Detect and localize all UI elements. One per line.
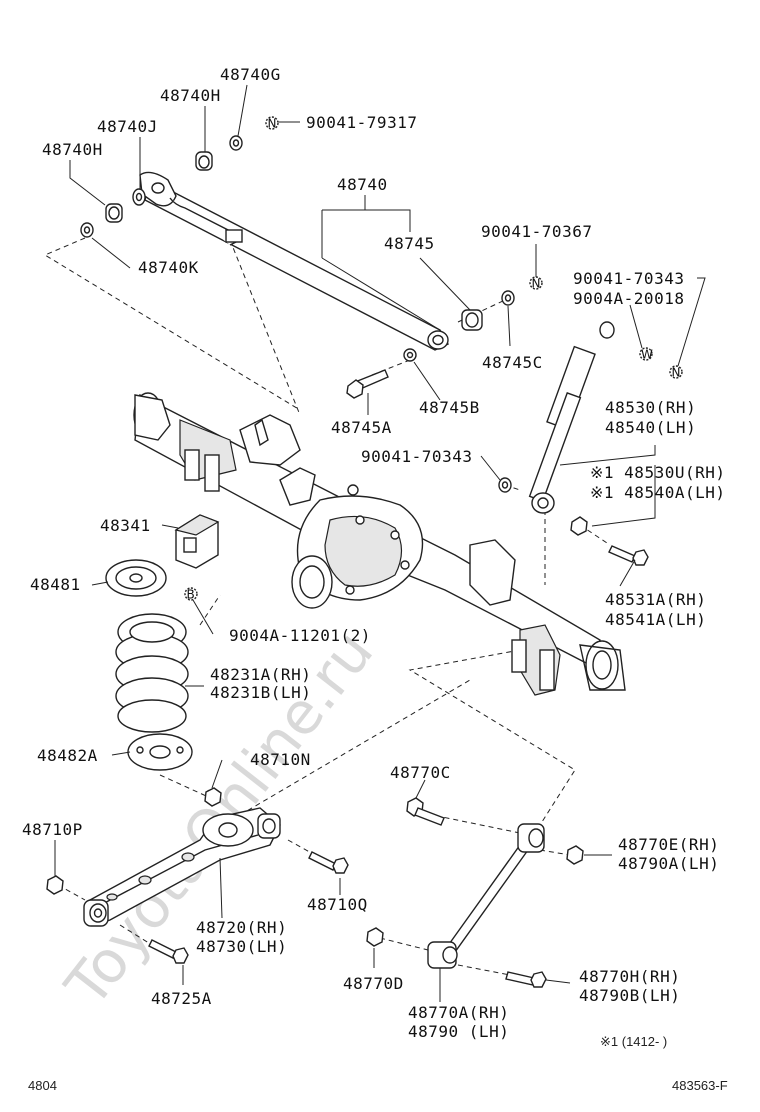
bolt-48770C xyxy=(406,797,445,826)
label-48720: 48720(RH) xyxy=(196,918,287,937)
nut-48770E xyxy=(566,845,584,865)
footer-page-code: 4804 xyxy=(28,1078,57,1093)
label-48745A: 48745A xyxy=(331,418,392,437)
svg-text:N: N xyxy=(268,117,277,131)
label-48481: 48481 xyxy=(30,575,81,594)
rear-axle-housing xyxy=(133,392,626,696)
nut-48770D xyxy=(366,927,384,947)
bump-stopper xyxy=(174,514,220,569)
nut-48710N xyxy=(204,787,222,807)
label-48541A: 48541A(LH) xyxy=(605,610,706,629)
upper-spring-seat xyxy=(105,559,167,597)
label-48531A: 48531A(RH) xyxy=(605,590,706,609)
label-48725A: 48725A xyxy=(151,989,212,1008)
label-90041-70343-a: 90041-70343 xyxy=(573,269,684,288)
label-48740G: 48740G xyxy=(220,65,281,84)
label-48710P: 48710P xyxy=(22,820,83,839)
label-9004A-11201: 9004A-11201(2) xyxy=(229,626,371,645)
svg-text:N: N xyxy=(532,277,541,291)
bolt-48710Q xyxy=(308,851,349,874)
coil-spring xyxy=(115,613,189,733)
marker-n-3: N xyxy=(669,365,683,380)
rod-bushings xyxy=(80,135,243,238)
svg-text:W: W xyxy=(641,348,653,362)
label-48770D: 48770D xyxy=(343,974,404,993)
control-link xyxy=(427,823,545,969)
label-48710N: 48710N xyxy=(250,750,311,769)
bolt-48745A xyxy=(346,369,389,399)
lower-control-arm xyxy=(83,807,281,927)
label-90041-70367: 90041-70367 xyxy=(481,222,592,241)
label-48740H-left: 48740H xyxy=(42,140,103,159)
marker-n-2: N xyxy=(529,276,543,291)
label-48740: 48740 xyxy=(337,175,388,194)
label-48710Q: 48710Q xyxy=(307,895,368,914)
label-48740J: 48740J xyxy=(97,117,158,136)
marker-n-1: N xyxy=(265,116,279,131)
label-48540LH: 48540(LH) xyxy=(605,418,696,437)
nut-48710P xyxy=(46,875,64,895)
label-48341: 48341 xyxy=(100,516,151,535)
label-90041-79317: 90041-79317 xyxy=(306,113,417,132)
label-48770H: 48770H(RH) xyxy=(579,967,680,986)
label-48740H-top: 48740H xyxy=(160,86,221,105)
footer-illustration-code: 483563-F xyxy=(672,1078,728,1093)
label-48790: 48790 (LH) xyxy=(408,1022,509,1041)
label-48482A: 48482A xyxy=(37,746,98,765)
applicability-note: ※1 (1412- ) xyxy=(600,1034,667,1049)
label-48231A: 48231A(RH) xyxy=(210,665,311,684)
svg-text:B: B xyxy=(187,588,195,602)
marker-b: B xyxy=(184,587,198,602)
bolt-48725A xyxy=(148,939,189,964)
label-48790A: 48790A(LH) xyxy=(618,854,719,873)
label-48770A: 48770A(RH) xyxy=(408,1003,509,1022)
lateral-control-rod xyxy=(139,171,449,351)
leader-lines xyxy=(54,84,706,1002)
svg-text:N: N xyxy=(672,366,681,380)
label-48745B: 48745B xyxy=(419,398,480,417)
label-48770E: 48770E(RH) xyxy=(618,835,719,854)
marker-w: W xyxy=(639,347,653,362)
bolt-48770H xyxy=(505,971,547,988)
label-48745C: 48745C xyxy=(482,353,543,372)
label-48530U: ※1 48530U(RH) xyxy=(590,463,726,482)
label-48231B: 48231B(LH) xyxy=(210,683,311,702)
rod-end-bushings xyxy=(403,290,515,362)
part-labels: 48740G 48740H 48740J 48740H 90041-79317 … xyxy=(22,65,726,1041)
lower-spring-seat xyxy=(127,733,193,771)
label-48770C: 48770C xyxy=(390,763,451,782)
label-48745: 48745 xyxy=(384,234,435,253)
label-48530RH: 48530(RH) xyxy=(605,398,696,417)
label-48790B: 48790B(LH) xyxy=(579,986,680,1005)
label-48540A: ※1 48540A(LH) xyxy=(590,483,726,502)
label-90041-70343-b: 90041-70343 xyxy=(361,447,472,466)
shock-absorber xyxy=(498,321,649,566)
label-9004A-20018: 9004A-20018 xyxy=(573,289,684,308)
label-48740K: 48740K xyxy=(138,258,199,277)
label-48730: 48730(LH) xyxy=(196,937,287,956)
